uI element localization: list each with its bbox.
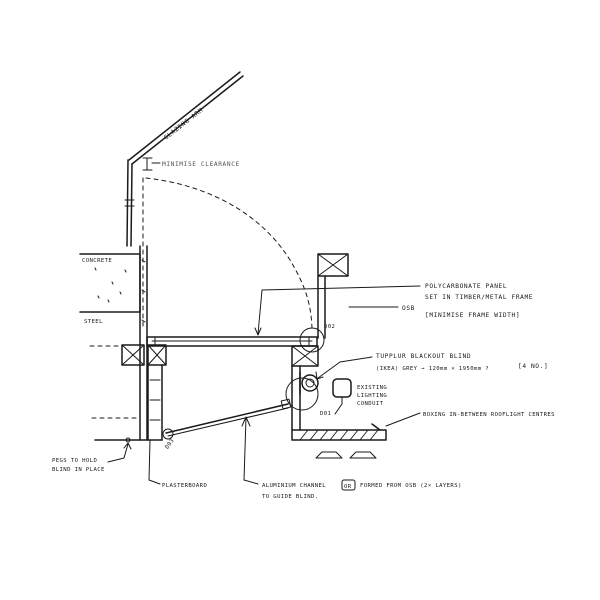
blind-qty-label: [4 NO.] [518,363,548,370]
polycarbonate-leader [257,285,421,335]
channel-or-label: OR [344,484,352,490]
conduit-label-1: EXISTING [357,385,387,391]
blind-label-2: (IKEA) GREY → 120mm × 1950mm ? [376,366,489,372]
lower-left-wall [89,345,163,443]
conduit-label-2: LIGHTING [357,393,387,399]
osb-label: OSB [402,305,415,312]
d02-label: D02 [324,324,335,330]
d03-detail-circle [162,428,174,440]
pegs-leader [107,443,129,463]
d03-label: D03 [164,438,175,451]
channel-label-1b: FORMED FROM OSB (2× LAYERS) [360,483,462,489]
pegs-label-1: PEGS TO HOLD [52,458,97,464]
blind-label-1: TUPPLUR BLACKOUT BLIND [376,353,471,360]
boxing-section [291,423,387,441]
left-timber-section [121,344,167,366]
blind-guide-line [165,403,289,434]
channel-label-1a: ALUMINIUM CHANNEL [262,483,326,489]
d01-label: D01 [320,411,331,417]
glazing-arm-label: GLAZING ARM [163,107,205,142]
boxing-label: BOXING IN-BETWEEN ROOFLIGHT CENTRES [423,412,555,418]
channel-label-2: TO GUIDE BLIND. [262,494,319,500]
minimise-clearance-label: MINIMISE CLEARANCE [162,161,240,168]
polycarbonate-label-1: POLYCARBONATE PANEL [425,283,507,290]
polycarbonate-panel [146,336,318,347]
blind-swing-arc [145,177,313,333]
plasterboard-leader [148,439,161,485]
blind-leader [317,356,373,379]
conduit-label-3: CONDUIT [357,401,384,407]
plasterboard-label: PLASTERBOARD [162,483,207,489]
polycarbonate-label-2: SET IN TIMBER/METAL FRAME [425,294,533,301]
concrete-label: CONCRETE [82,258,112,264]
boxing-leader [385,412,421,427]
pegs-label-2: BLIND IN PLACE [52,467,105,473]
minimise-clearance-marker [142,157,161,171]
d01-detail-circle [285,377,319,411]
steel-label: STEEL [84,319,103,325]
channel-leader [243,417,259,485]
lighting-conduit [332,378,352,415]
glazing-arm [124,71,244,247]
rooflight-outlines [315,451,377,459]
d02-detail-circle [299,327,325,353]
blind-roller [299,371,319,395]
polycarbonate-label-3: [MINIMISE FRAME WIDTH] [425,312,520,319]
